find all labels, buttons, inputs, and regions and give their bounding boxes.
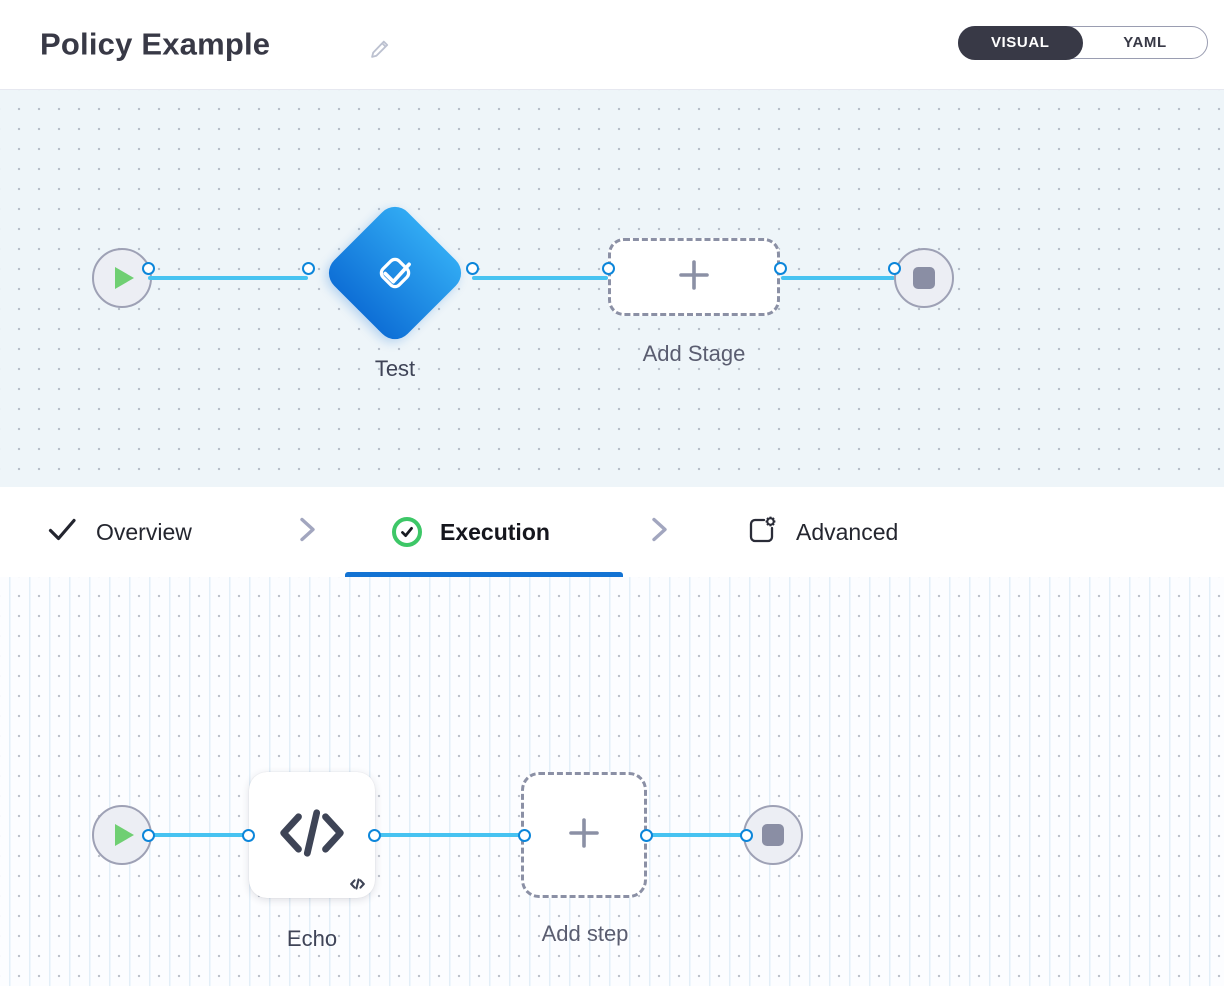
play-icon (115, 267, 134, 289)
edge (781, 276, 895, 280)
edge (646, 833, 747, 837)
connector-port (518, 829, 531, 842)
stop-icon (913, 267, 935, 289)
approval-check-icon (369, 247, 421, 299)
chevron-right-icon (648, 516, 670, 549)
edge (375, 833, 524, 837)
execution-step-canvas[interactable]: Echo Add step (0, 577, 1224, 986)
tab-execution-label: Execution (440, 518, 550, 545)
connector-port (368, 829, 381, 842)
stop-icon (762, 824, 784, 846)
pipeline-end-node (894, 248, 954, 308)
stage-node-test[interactable] (321, 199, 469, 347)
plus-icon (565, 814, 603, 857)
stage-label: Test (374, 356, 416, 381)
page-title: Policy Example (40, 25, 271, 61)
toggle-yaml[interactable]: YAML (1123, 34, 1167, 51)
connector-port (888, 262, 901, 275)
connector-port (466, 262, 479, 275)
connector-port (142, 829, 155, 842)
plus-icon (675, 256, 713, 299)
visual-yaml-toggle: VISUAL YAML (957, 25, 1208, 60)
tab-execution[interactable]: Execution (392, 487, 550, 577)
connector-port (602, 262, 615, 275)
connector-port (142, 262, 155, 275)
code-badge-icon (350, 878, 365, 890)
code-icon (279, 806, 345, 865)
toggle-visual[interactable]: VISUAL (957, 25, 1083, 60)
step-label: Echo (286, 926, 338, 951)
tab-overview-label: Overview (96, 518, 192, 545)
add-step-label: Add step (541, 921, 629, 946)
check-circle-icon (392, 517, 422, 547)
connector-port (302, 262, 315, 275)
edge (472, 276, 608, 280)
add-stage-label: Add Stage (642, 341, 746, 366)
edge (148, 833, 248, 837)
active-tab-underline (345, 572, 623, 577)
edit-title-pencil-icon[interactable] (368, 37, 392, 61)
connector-port (640, 829, 653, 842)
advanced-settings-icon (746, 514, 778, 551)
play-icon (115, 824, 134, 846)
connector-port (740, 829, 753, 842)
add-stage-button[interactable] (608, 238, 780, 316)
stage-tabbar: Overview Execution (0, 487, 1224, 577)
check-icon (46, 514, 78, 551)
connector-port (774, 262, 787, 275)
tab-advanced[interactable]: Advanced (746, 487, 898, 577)
stage-pipeline-canvas[interactable]: Test Add Stage (0, 90, 1224, 487)
chevron-right-icon (296, 516, 318, 549)
execution-end-node (743, 805, 803, 865)
pipeline-start-node (92, 248, 152, 308)
header: Policy Example VISUAL YAML (0, 0, 1224, 90)
edge (148, 276, 308, 280)
step-node-echo[interactable] (249, 772, 375, 898)
tab-advanced-label: Advanced (796, 518, 899, 545)
tab-overview[interactable]: Overview (46, 487, 192, 577)
add-step-button[interactable] (521, 772, 647, 898)
connector-port (242, 829, 255, 842)
